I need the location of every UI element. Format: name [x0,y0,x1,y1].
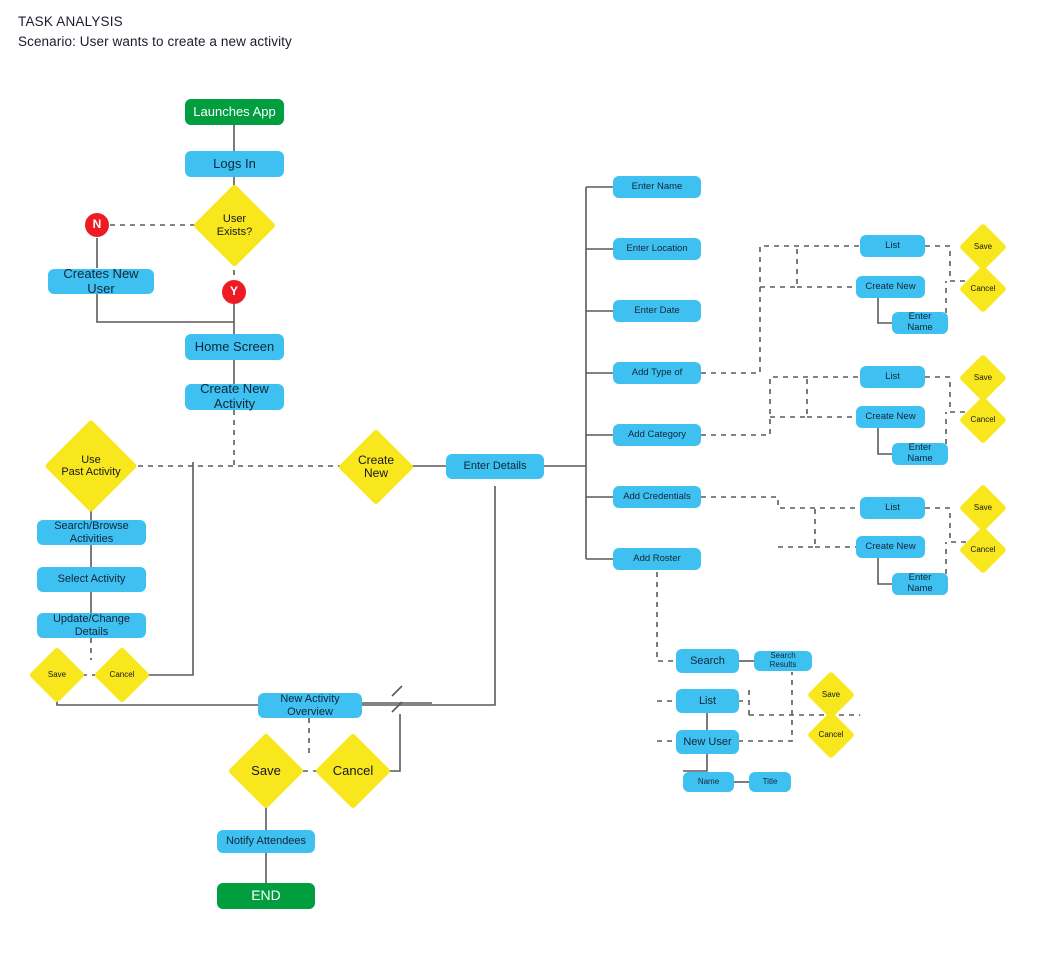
node-roster-save-label: Save [821,689,841,699]
node-roster-save[interactable]: Save [806,670,856,720]
node-add-type-of-field[interactable]: Add Type of [613,362,701,384]
node-final-cancel[interactable]: Cancel [314,732,392,810]
node-notify-attendees[interactable]: Notify Attendees [217,830,315,853]
node-final-cancel-label: Cancel [332,762,374,778]
node-category-enter-name[interactable]: Enter Name [892,442,948,465]
page-title: TASK ANALYSIS Scenario: User wants to cr… [18,12,292,52]
node-roster-search[interactable]: Search [676,649,739,673]
node-credentials-save[interactable]: Save [958,483,1008,533]
node-credentials-list[interactable]: List [860,497,925,519]
node-past-save[interactable]: Save [28,646,86,704]
node-typeof-create-new[interactable]: Create New [856,276,925,298]
title-main: TASK ANALYSIS [18,14,123,29]
node-new-activity-overview[interactable]: New Activity Overview [258,693,362,718]
node-end[interactable]: END [217,883,315,909]
node-roster-title[interactable]: Title [749,772,791,792]
node-branch-yes[interactable]: Y [222,280,246,304]
node-past-save-label: Save [47,669,67,679]
node-category-save[interactable]: Save [958,353,1008,403]
node-typeof-enter-name[interactable]: Enter Name [892,311,948,334]
node-final-save-label: Save [251,762,281,778]
node-typeof-list[interactable]: List [860,235,925,257]
node-enter-date-field[interactable]: Enter Date [613,300,701,322]
node-credentials-cancel[interactable]: Cancel [958,525,1008,575]
title-subtitle: Scenario: User wants to create a new act… [18,34,292,49]
node-enter-details[interactable]: Enter Details [446,454,544,479]
node-logs-in[interactable]: Logs In [185,151,284,177]
node-branch-no[interactable]: N [85,213,109,237]
node-category-create-new[interactable]: Create New [856,406,925,428]
node-credentials-save-label: Save [973,502,993,512]
node-roster-cancel-label: Cancel [818,729,844,739]
node-past-cancel[interactable]: Cancel [93,646,151,704]
node-launches-app[interactable]: Launches App [185,99,284,125]
node-past-cancel-label: Cancel [109,669,135,679]
node-category-cancel[interactable]: Cancel [958,395,1008,445]
node-add-category-field[interactable]: Add Category [613,424,701,446]
node-final-save[interactable]: Save [227,732,305,810]
node-credentials-enter-name[interactable]: Enter Name [892,572,948,595]
node-category-save-label: Save [973,372,993,382]
node-typeof-cancel-label: Cancel [970,283,996,293]
node-add-roster-field[interactable]: Add Roster [613,548,701,570]
node-category-cancel-label: Cancel [970,414,996,424]
node-typeof-cancel[interactable]: Cancel [958,264,1008,314]
node-typeof-save-label: Save [973,241,993,251]
node-search-browse-activities[interactable]: Search/Browse Activities [37,520,146,545]
node-creates-new-user[interactable]: Creates New User [48,266,154,295]
node-enter-name-field[interactable]: Enter Name [613,176,701,198]
node-create-new-activity[interactable]: Create New Activity [185,382,284,411]
node-roster-list[interactable]: List [676,689,739,713]
node-roster-new-user[interactable]: New User [676,730,739,754]
node-roster-search-results[interactable]: Search Results [754,651,812,671]
node-credentials-cancel-label: Cancel [970,544,996,554]
node-roster-name[interactable]: Name [683,772,734,792]
node-credentials-create-new[interactable]: Create New [856,536,925,558]
node-roster-cancel[interactable]: Cancel [806,710,856,760]
node-enter-location-field[interactable]: Enter Location [613,238,701,260]
node-category-list[interactable]: List [860,366,925,388]
node-update-change-details[interactable]: Update/Change Details [37,613,146,638]
node-select-activity[interactable]: Select Activity [37,567,146,592]
node-typeof-save[interactable]: Save [958,222,1008,272]
node-add-credentials-field[interactable]: Add Credentials [613,486,701,508]
node-home-screen[interactable]: Home Screen [185,334,284,360]
